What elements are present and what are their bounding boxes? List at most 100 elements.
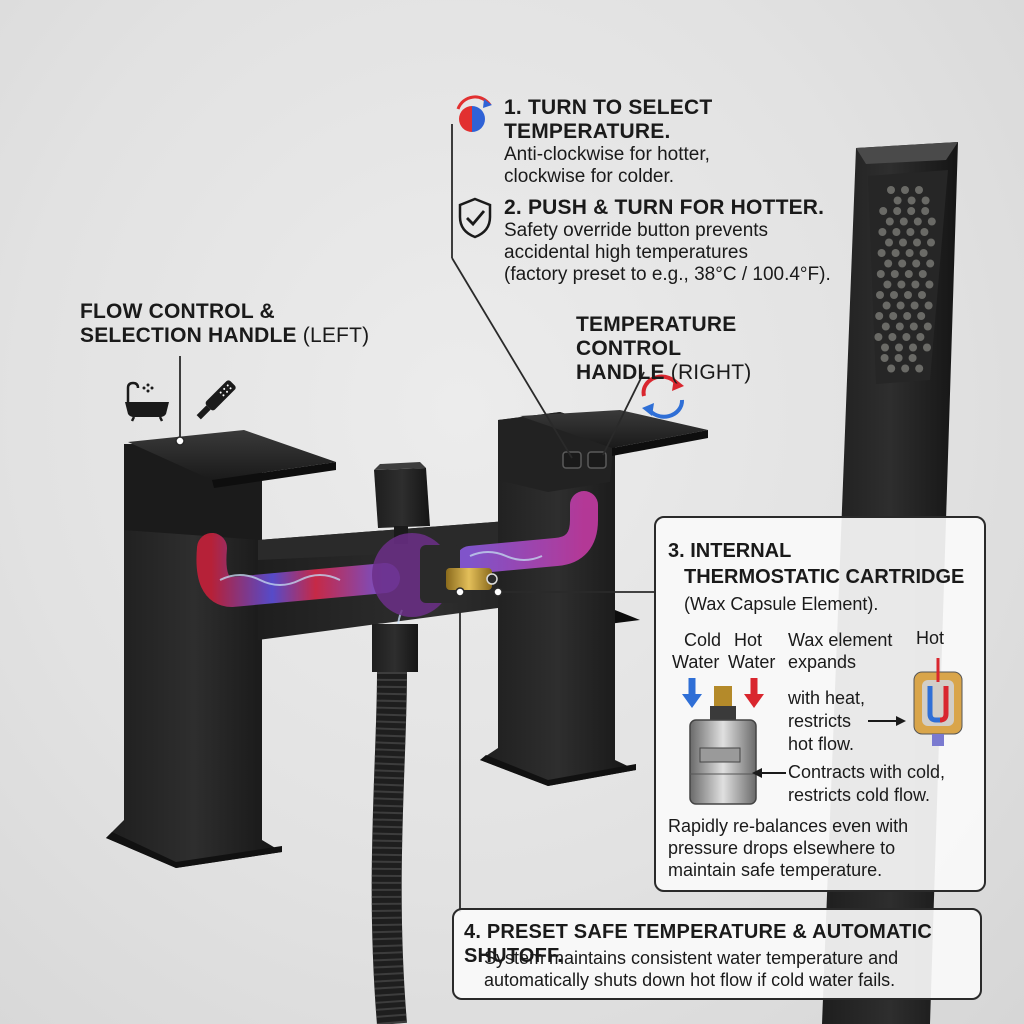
- step1-line2: clockwise for colder.: [504, 166, 675, 187]
- bathtub-icon: [125, 381, 169, 422]
- nozzle: [904, 270, 913, 278]
- temp-handle-line1: TEMPERATURE CONTROL: [576, 313, 737, 360]
- nozzle: [915, 186, 923, 194]
- nozzle: [920, 228, 929, 236]
- step1-line1: Anti-clockwise for hotter,: [504, 144, 710, 165]
- wax-line1: Wax element: [788, 630, 893, 650]
- nozzle: [879, 207, 888, 215]
- step3-panel: 3. INTERNAL THERMOSTATIC CARTRIDGE (Wax …: [654, 516, 986, 892]
- hot-cold-dial-icon: [456, 95, 492, 132]
- nozzle: [921, 207, 930, 215]
- nozzle: [898, 259, 907, 268]
- nozzle: [899, 217, 908, 226]
- flow-handle-callout: FLOW CONTROL & SELECTION HANDLE (LEFT): [80, 300, 380, 348]
- arrow-left-icon: [752, 768, 786, 778]
- arrow-right-icon: [868, 716, 906, 726]
- nozzle: [918, 270, 927, 278]
- contract-line2: restricts cold flow.: [788, 785, 931, 805]
- nozzle: [888, 333, 897, 341]
- cartridge-diagram: [682, 678, 764, 805]
- nozzle: [878, 228, 887, 236]
- nozzle: [917, 312, 926, 320]
- nozzle: [904, 291, 912, 299]
- nozzle: [919, 249, 928, 257]
- nozzle: [911, 280, 920, 289]
- nozzle: [901, 364, 910, 373]
- flow-handle-line2: SELECTION HANDLE: [80, 324, 297, 347]
- nozzle: [909, 343, 917, 352]
- nozzle: [885, 238, 893, 247]
- cartridge-cutaway: [372, 533, 498, 617]
- nozzle: [896, 301, 905, 310]
- nozzle: [907, 196, 916, 205]
- contract-line1: Contracts with cold,: [788, 762, 946, 782]
- nozzle: [881, 322, 890, 331]
- nozzle: [910, 301, 919, 310]
- step4-line2: automatically shuts down hot flow if col…: [484, 970, 896, 990]
- nozzle: [913, 238, 921, 247]
- step2-callout: 2. PUSH & TURN FOR HOTTER. Safety overri…: [504, 196, 844, 286]
- nozzle: [926, 259, 935, 268]
- wax-line4: restricts: [788, 711, 851, 731]
- step2-line2: accidental high temperatures: [504, 242, 748, 263]
- left-valve-body: [106, 430, 336, 868]
- nozzle: [892, 228, 901, 236]
- hot-label1: Hot: [734, 630, 763, 650]
- hot-label2: Water: [728, 652, 776, 672]
- wax-line2: expands: [788, 652, 857, 672]
- nozzle: [895, 343, 903, 352]
- nozzle: [915, 364, 924, 373]
- flow-handle-side: (LEFT): [302, 324, 370, 347]
- nozzle: [913, 217, 922, 226]
- shower-hose: [371, 624, 418, 1024]
- wax-capsule-diagram: [913, 658, 963, 746]
- step4-line1: System maintains consistent water temper…: [484, 948, 899, 968]
- nozzle: [908, 354, 917, 362]
- wax-line5: hot flow.: [788, 734, 855, 754]
- step3-title2: THERMOSTATIC CARTRIDGE: [684, 566, 965, 588]
- nozzle: [894, 354, 903, 362]
- nozzle: [890, 291, 898, 299]
- nozzle: [874, 333, 883, 341]
- cold-label2: Water: [672, 652, 720, 672]
- nozzle: [891, 249, 900, 257]
- nozzle: [884, 259, 893, 268]
- temp-handle-line2: HANDLE: [576, 361, 665, 384]
- nozzle: [887, 364, 896, 373]
- nozzle: [893, 207, 902, 215]
- nozzle: [885, 217, 894, 226]
- nozzle: [887, 186, 895, 194]
- nozzle: [883, 280, 892, 289]
- temp-handle-side: (RIGHT): [670, 361, 752, 384]
- rebalance-line3: maintain safe temperature.: [668, 860, 883, 880]
- flow-handle-line1: FLOW CONTROL &: [80, 300, 275, 323]
- shield-check-icon: [458, 197, 492, 239]
- nozzle: [876, 291, 884, 299]
- nozzle: [893, 196, 902, 205]
- nozzle: [881, 343, 889, 352]
- step1-title: 1. TURN TO SELECT TEMPERATURE.: [504, 96, 713, 143]
- step3-title1: 3. INTERNAL: [668, 540, 792, 562]
- leader-lines: [179, 124, 656, 912]
- step3-subtitle: (Wax Capsule Element).: [684, 594, 879, 614]
- safety-buttons: [562, 451, 607, 469]
- nozzle: [912, 259, 921, 268]
- nozzle: [923, 322, 932, 331]
- nozzle: [907, 207, 916, 215]
- nozzle: [918, 291, 926, 299]
- step2-title: 2. PUSH & TURN FOR HOTTER.: [504, 196, 825, 219]
- step1-callout: 1. TURN TO SELECT TEMPERATURE. Anti-cloc…: [504, 96, 864, 188]
- cold-label1: Cold: [684, 630, 722, 650]
- nozzle: [882, 301, 891, 310]
- rotate-arrows-icon: [641, 374, 684, 419]
- nozzle: [880, 354, 889, 362]
- nozzle: [927, 217, 936, 226]
- nozzle: [916, 333, 925, 341]
- shower-head-icon: [196, 380, 236, 420]
- nozzle: [923, 343, 931, 352]
- nozzle: [906, 228, 915, 236]
- nozzle: [903, 312, 912, 320]
- nozzle: [909, 322, 918, 331]
- nozzle: [876, 270, 885, 278]
- nozzle: [905, 249, 914, 257]
